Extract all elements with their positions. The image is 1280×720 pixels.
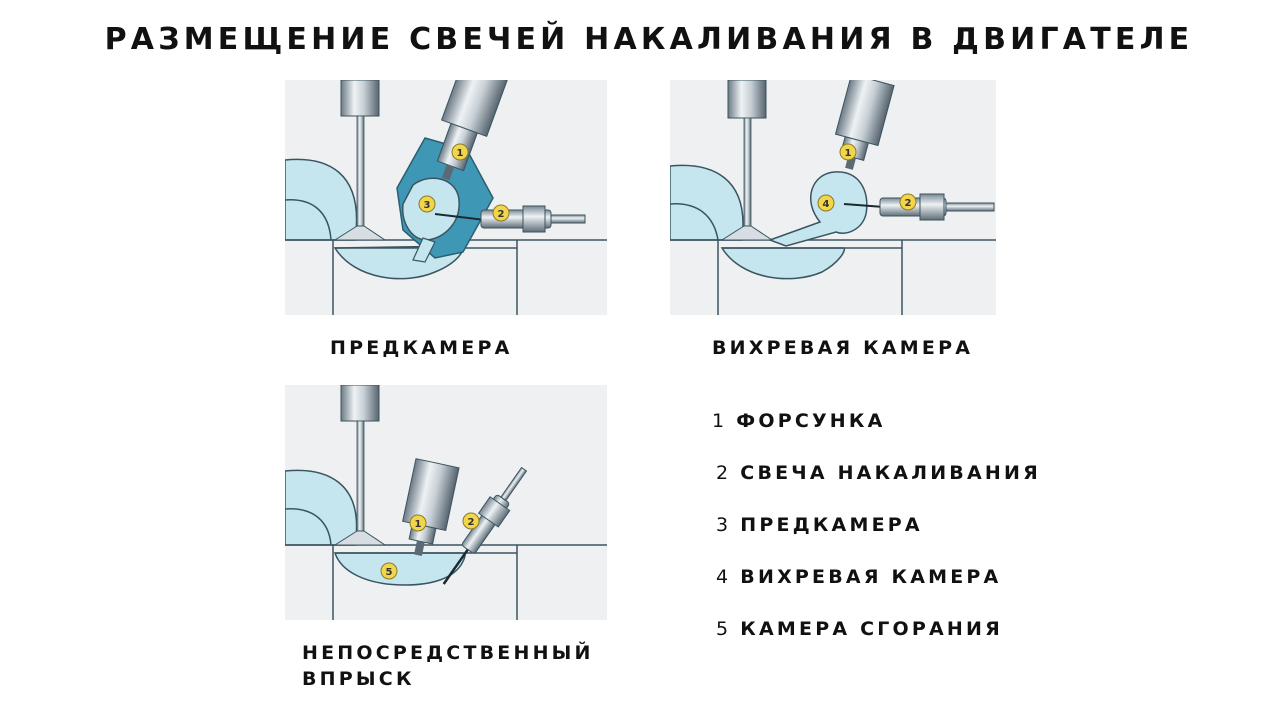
piston-bowl (720, 247, 846, 280)
marker-5: 5 (380, 562, 398, 580)
marker-2: 2 (899, 193, 917, 211)
prechamber-diagram: 1 2 3 (285, 80, 607, 315)
legend-num: 2 (716, 462, 732, 484)
caption-direct-injection: НЕПОСРЕДСТВЕННЫЙ ВПРЫСК (302, 640, 594, 692)
marker-2: 2 (492, 204, 510, 222)
svg-text:1: 1 (457, 148, 464, 159)
legend-num: 1 (712, 410, 728, 432)
svg-text:1: 1 (845, 148, 852, 159)
legend-item-glow-plug: 2 СВЕЧА НАКАЛИВАНИЯ (716, 462, 1041, 484)
direct-injection-diagram: 1 2 5 (285, 385, 607, 620)
legend-item-combustion-chamber: 5 КАМЕРА СГОРАНИЯ (716, 618, 1003, 640)
valve-stem-top (727, 80, 767, 119)
legend-num: 4 (716, 566, 732, 588)
svg-text:2: 2 (905, 198, 912, 209)
legend-num: 5 (716, 618, 732, 640)
marker-1: 1 (409, 514, 427, 532)
valve-head (333, 530, 387, 546)
svg-text:2: 2 (468, 517, 475, 528)
legend-label: ПРЕДКАМЕРА (740, 514, 923, 536)
legend-label: ФОРСУНКА (736, 410, 886, 432)
legend-label: ВИХРЕВАЯ КАМЕРА (740, 566, 1002, 588)
legend-item-swirl-chamber: 4 ВИХРЕВАЯ КАМЕРА (716, 566, 1001, 588)
svg-text:5: 5 (386, 567, 393, 578)
valve-stem-top (340, 80, 380, 117)
caption-direct-injection-line1: НЕПОСРЕДСТВЕННЫЙ (302, 642, 594, 664)
svg-text:1: 1 (415, 519, 422, 530)
marker-1: 1 (451, 143, 469, 161)
valve-head (333, 225, 387, 241)
svg-text:4: 4 (823, 199, 830, 210)
legend-label: КАМЕРА СГОРАНИЯ (740, 618, 1003, 640)
marker-3: 3 (418, 195, 436, 213)
marker-1: 1 (839, 143, 857, 161)
marker-4: 4 (817, 194, 835, 212)
swirl-chamber-diagram: 1 2 4 (670, 80, 996, 315)
swirl-chamber (767, 171, 868, 247)
valve-stem-top (340, 385, 380, 422)
legend-item-injector: 1 ФОРСУНКА (712, 410, 886, 432)
caption-direct-injection-line2: ВПРЫСК (302, 668, 415, 690)
legend-num: 3 (716, 514, 732, 536)
marker-2: 2 (462, 512, 480, 530)
caption-prechamber: ПРЕДКАМЕРА (330, 337, 513, 359)
page-title: РАЗМЕЩЕНИЕ СВЕЧЕЙ НАКАЛИВАНИЯ В ДВИГАТЕЛ… (104, 22, 1194, 57)
svg-text:2: 2 (498, 209, 505, 220)
caption-swirl-chamber: ВИХРЕВАЯ КАМЕРА (712, 337, 974, 359)
legend-item-prechamber: 3 ПРЕДКАМЕРА (716, 514, 923, 536)
legend-label: СВЕЧА НАКАЛИВАНИЯ (740, 462, 1041, 484)
svg-text:3: 3 (424, 200, 431, 211)
